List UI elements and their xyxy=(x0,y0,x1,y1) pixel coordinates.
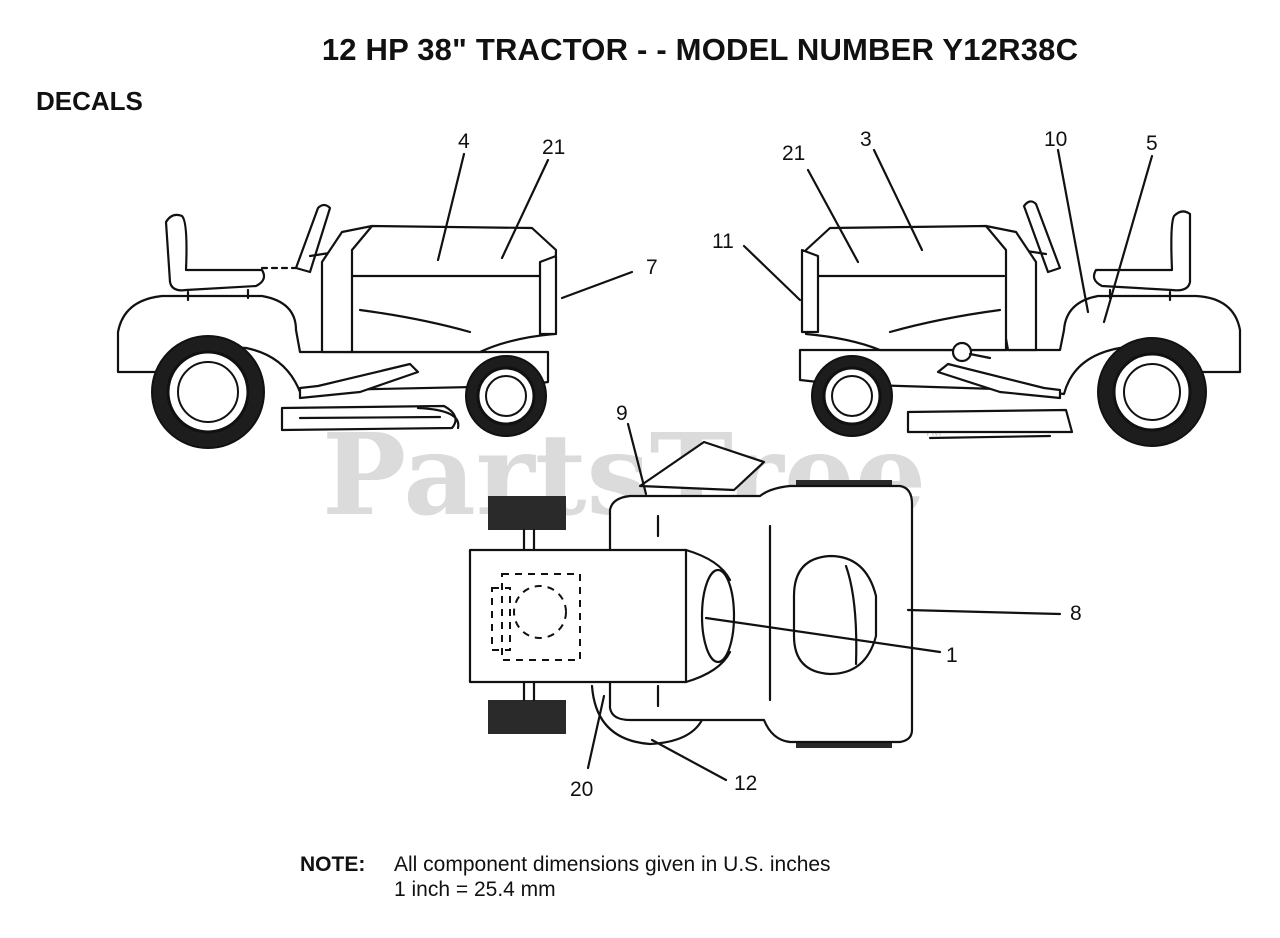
callout-21-left: 21 xyxy=(542,136,565,159)
callout-4: 4 xyxy=(458,130,470,153)
front-wheel-left-view xyxy=(465,355,547,437)
callout-11: 11 xyxy=(712,230,734,253)
note-line-1: All component dimensions given in U.S. i… xyxy=(394,853,831,876)
callout-12: 12 xyxy=(734,772,757,795)
tractor-top-view: 9 8 1 20 12 xyxy=(468,402,1082,801)
callout-20: 20 xyxy=(570,778,593,801)
footrest xyxy=(298,362,420,400)
dash-oval xyxy=(700,568,736,664)
front-tire-bottom xyxy=(488,700,566,734)
note-line-2: 1 inch = 25.4 mm xyxy=(394,878,556,901)
callout-5: 5 xyxy=(1146,132,1158,155)
mower-deck-right xyxy=(906,408,1074,434)
seat-pan-top xyxy=(792,554,878,676)
grille-panel-right xyxy=(800,248,820,334)
hood xyxy=(350,224,558,354)
note-label: NOTE: xyxy=(300,853,366,876)
section-heading: DECALS xyxy=(36,86,143,116)
seat-top-view xyxy=(638,440,766,492)
front-tire-top xyxy=(488,496,566,530)
callout-21-right: 21 xyxy=(782,142,805,165)
grille-panel xyxy=(538,254,558,336)
footrest-right xyxy=(936,362,1062,400)
front-wheel-right-view xyxy=(811,355,893,437)
dimension-note: NOTE: All component dimensions given in U… xyxy=(300,852,831,902)
steering-wheel xyxy=(294,203,332,274)
rear-wheel-left-view xyxy=(151,335,265,449)
callout-7: 7 xyxy=(646,256,658,279)
rear-wheel-right-view xyxy=(1097,337,1207,447)
tractor-right-side-view: 11 21 3 10 5 xyxy=(712,128,1242,447)
seat xyxy=(164,213,266,292)
callout-1: 1 xyxy=(946,644,958,667)
seat-right xyxy=(1092,210,1192,292)
steering-wheel-right xyxy=(1022,200,1062,274)
callout-3: 3 xyxy=(860,128,872,151)
hood-right xyxy=(804,224,1008,352)
control-knob xyxy=(951,341,973,363)
callout-8: 8 xyxy=(1070,602,1082,625)
callout-9: 9 xyxy=(616,402,628,425)
page-title: 12 HP 38" TRACTOR - - MODEL NUMBER Y12R3… xyxy=(321,32,1079,67)
callout-10: 10 xyxy=(1044,128,1067,151)
tractor-left-side-view: 4 21 7 xyxy=(116,130,658,449)
